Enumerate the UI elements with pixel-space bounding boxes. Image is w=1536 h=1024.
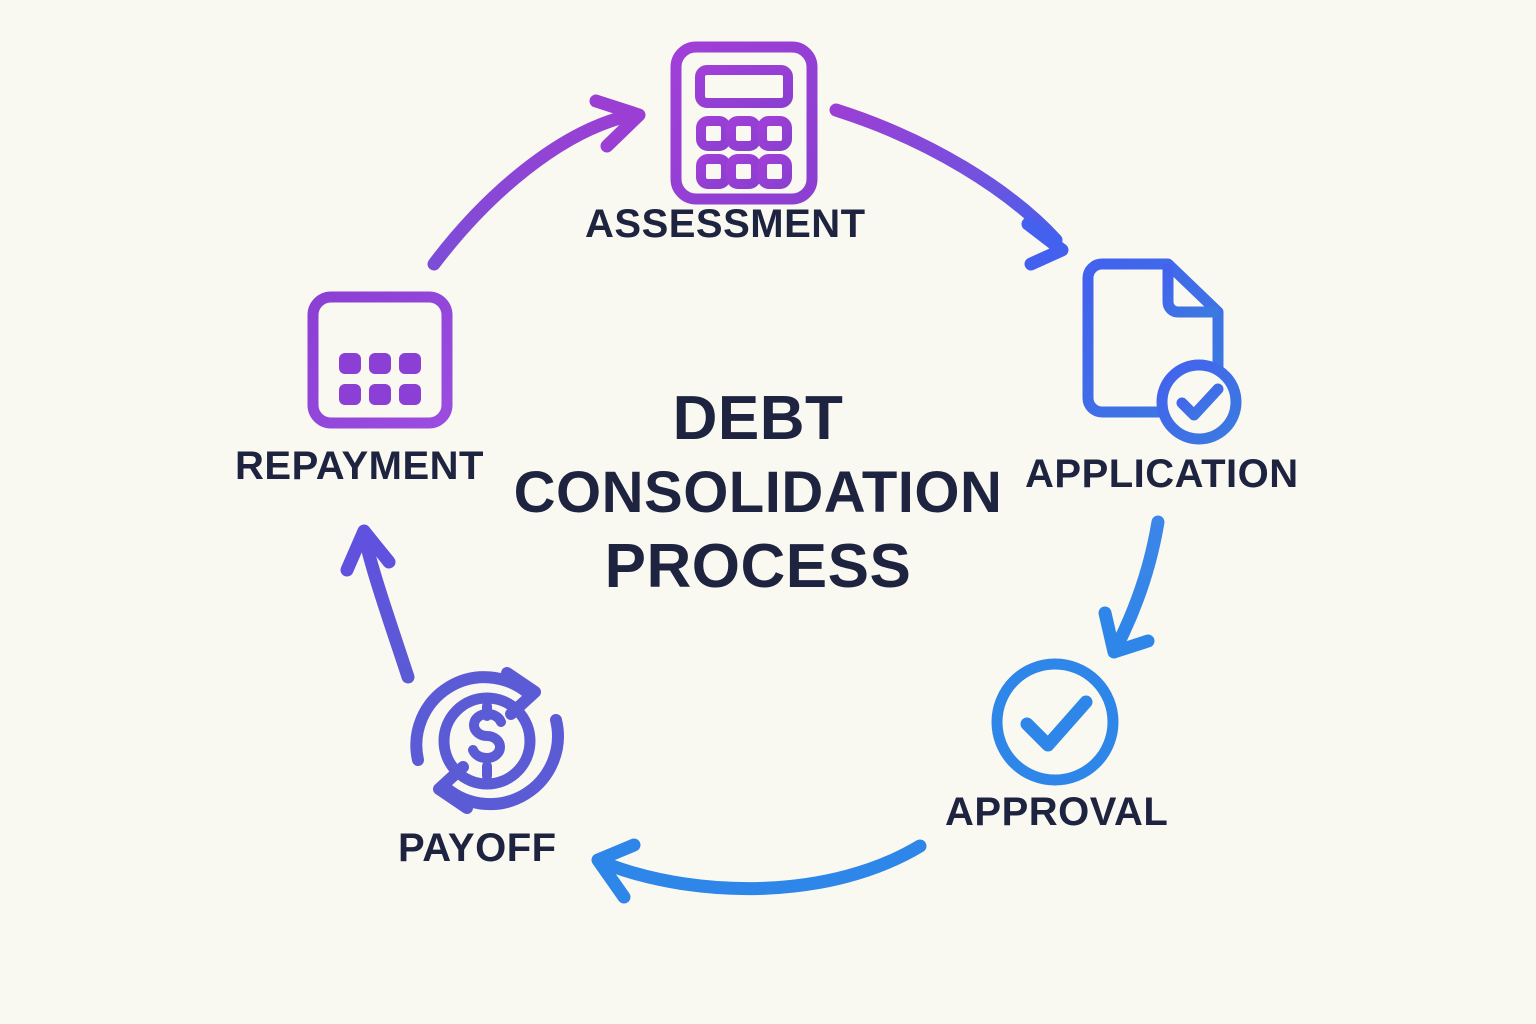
step-label-application: APPLICATION	[1025, 452, 1299, 496]
step-label-approval: APPROVAL	[945, 790, 1169, 834]
document-check-icon	[1082, 258, 1242, 445]
connector-application-to-approval	[1098, 515, 1165, 659]
connector-payoff-to-repayment	[340, 524, 415, 684]
step-label-assessment: ASSESSMENT	[585, 202, 866, 246]
step-label-payoff: PAYOFF	[398, 826, 557, 870]
diagram-title: DEBT CONSOLIDATION PROCESS	[498, 382, 1018, 604]
title-line-3: PROCESS	[604, 532, 912, 601]
title-line-1: DEBT	[672, 384, 844, 453]
title-line-2: CONSOLIDATION	[513, 460, 1003, 525]
check-circle-icon	[991, 658, 1119, 786]
money-cycle-icon	[410, 667, 564, 814]
connector-approval-to-payoff	[591, 838, 927, 904]
connector-assessment-to-application	[829, 103, 1069, 271]
connector-repayment-to-assessment	[427, 94, 646, 271]
step-label-repayment: REPAYMENT	[235, 444, 484, 488]
calendar-icon	[307, 273, 453, 429]
calculator-icon	[670, 41, 818, 205]
